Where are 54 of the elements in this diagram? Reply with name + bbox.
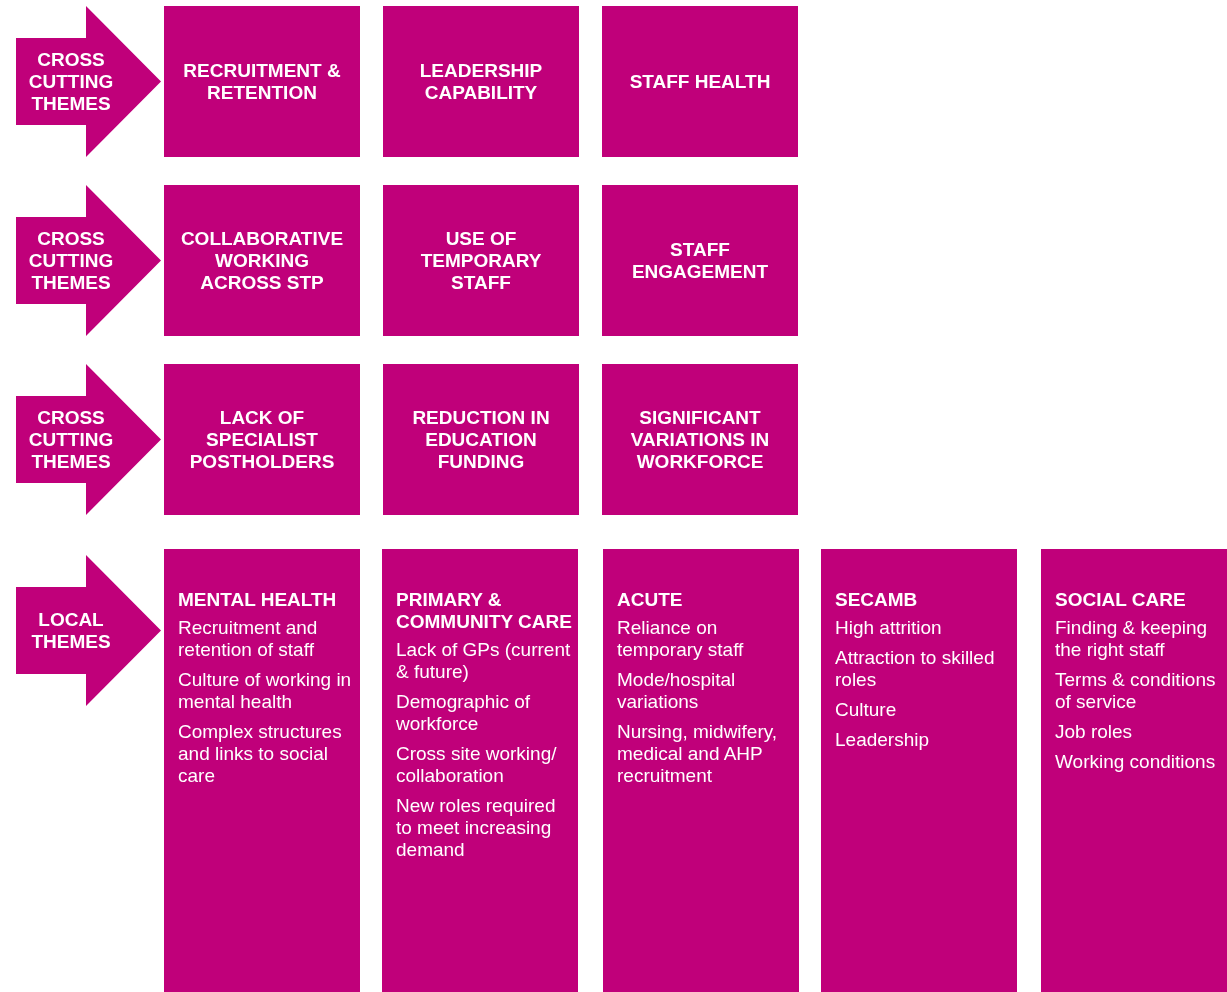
theme-label: USE OF TEMPORARY STAFF: [419, 227, 543, 294]
theme-label: LACK OF SPECIALIST POSTHOLDERS: [188, 406, 336, 473]
list-item: Demographic of workforce: [396, 691, 532, 735]
theme-box: [164, 185, 360, 336]
arrow-label: CROSS CUTTING THEMES: [27, 406, 115, 473]
theme-column: [821, 549, 1017, 992]
column-heading: MENTAL HEALTH: [178, 589, 338, 611]
list-item: Lack of GPs (current & future): [396, 639, 572, 683]
theme-column: [603, 549, 799, 992]
list-item: High attrition: [835, 617, 943, 639]
list-item: New roles required to meet increasing demand: [396, 795, 557, 861]
theme-label: SIGNIFICANT VARIATIONS IN WORKFORCE: [629, 406, 771, 473]
column-heading: SOCIAL CARE: [1055, 589, 1187, 611]
theme-label: LEADERSHIP CAPABILITY: [418, 59, 544, 104]
list-item: Finding & keeping the right staff: [1055, 617, 1209, 661]
arrow-label: LOCAL THEMES: [30, 608, 112, 653]
column-heading: SECAMB: [835, 589, 919, 611]
list-item: Culture: [835, 699, 898, 721]
theme-box: [602, 185, 798, 336]
list-item: Leadership: [835, 729, 931, 751]
list-item: Recruitment and retention of staff: [178, 617, 319, 661]
list-item: Job roles: [1055, 721, 1134, 743]
theme-column: [382, 549, 578, 992]
arrow-label: CROSS CUTTING THEMES: [27, 227, 115, 294]
arrow-shape: [16, 364, 161, 515]
theme-box: [383, 6, 579, 157]
theme-label: STAFF HEALTH: [629, 70, 771, 93]
theme-column: [1041, 549, 1227, 992]
list-item: Nursing, midwifery, medical and AHP recruitment: [617, 721, 779, 787]
theme-label: STAFF ENGAGEMENT: [630, 238, 770, 283]
list-item: Terms & conditions of service: [1055, 669, 1217, 713]
theme-box: [602, 364, 798, 515]
list-item: Mode/hospital variations: [617, 669, 737, 713]
arrow-shape: [16, 185, 161, 336]
theme-label: RECRUITMENT & RETENTION: [182, 59, 342, 104]
theme-box: [383, 364, 579, 515]
theme-box: [602, 6, 798, 157]
list-item: Cross site working/ collaboration: [396, 743, 558, 787]
arrow-shape: [16, 6, 161, 157]
list-item: Attraction to skilled roles: [835, 647, 996, 691]
list-item: Reliance on temporary staff: [617, 617, 745, 661]
list-item: Working conditions: [1055, 751, 1217, 773]
theme-column: [164, 549, 360, 992]
column-heading: PRIMARY & COMMUNITY CARE: [396, 589, 573, 633]
theme-box: [164, 364, 360, 515]
arrow-label: CROSS CUTTING THEMES: [27, 48, 115, 115]
theme-box: [164, 6, 360, 157]
column-heading: ACUTE: [617, 589, 684, 611]
theme-label: REDUCTION IN EDUCATION FUNDING: [411, 406, 551, 473]
arrow-shape: [16, 555, 161, 706]
theme-box: [383, 185, 579, 336]
list-item: Complex structures and links to social care: [178, 721, 343, 787]
list-item: Culture of working in mental health: [178, 669, 353, 713]
theme-label: COLLABORATIVE WORKING ACROSS STP: [179, 227, 345, 294]
